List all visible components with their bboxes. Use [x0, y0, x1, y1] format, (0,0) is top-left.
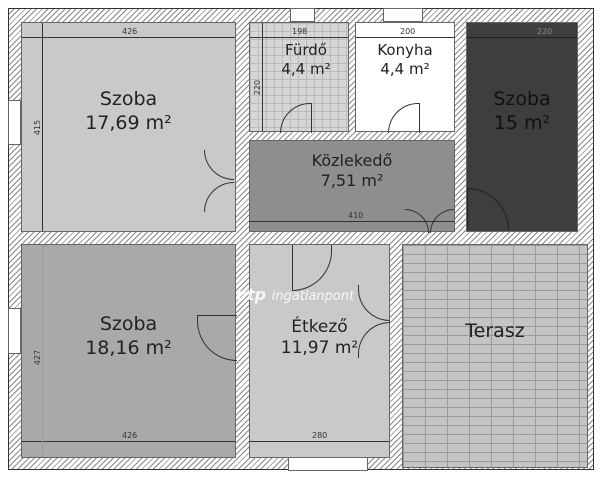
dimension-width: 280 [312, 431, 328, 440]
dimension-height: 427 [33, 349, 43, 366]
room-konyha: Konyha 4,4 m² 200 [355, 22, 455, 133]
room-name: Közlekedő [311, 151, 393, 170]
room-name: Szoba [99, 313, 158, 335]
watermark-text: ingatlanpont [271, 289, 355, 304]
room-terasz: Terasz [402, 244, 588, 468]
room-area: 11,97 m² [280, 338, 359, 359]
room-area: 15 m² [493, 111, 551, 134]
window [383, 8, 423, 22]
window [288, 457, 368, 471]
door [388, 103, 420, 133]
room-furdo: Fürdő 4,4 m² 198 220 [249, 22, 349, 133]
door [280, 103, 312, 133]
room-name: Fürdő [285, 41, 327, 59]
room-name: Szoba [99, 88, 158, 110]
door [292, 245, 332, 291]
room-area: 7,51 m² [320, 171, 384, 190]
room-name: Terasz [465, 320, 525, 342]
room-etkezo: Étkező 11,97 m² 280 [249, 244, 390, 458]
room-area: 17,69 m² [85, 111, 172, 134]
window [8, 100, 21, 145]
dimension-width: 198 [292, 27, 308, 36]
dimension-height: 220 [253, 79, 263, 96]
door [358, 285, 390, 321]
room-kozlekedo: Közlekedő 7,51 m² 410 [249, 140, 455, 233]
dimension-width: 426 [122, 431, 138, 440]
door [430, 209, 454, 233]
dimension-height: 415 [33, 119, 43, 136]
door [467, 188, 509, 230]
dimension-width: 220 [537, 27, 553, 36]
dimension-width: 200 [400, 27, 416, 36]
room-szoba-2: Szoba 15 m² 220 [466, 22, 578, 232]
room-name: Konyha [377, 41, 433, 59]
dimension-width: 426 [122, 27, 138, 36]
watermark-logo: otp ingatlanpont [236, 286, 354, 306]
window [290, 8, 315, 22]
door [405, 209, 429, 233]
room-area: 4,4 m² [380, 59, 430, 78]
room-name: Szoba [493, 88, 551, 110]
room-szoba-1: Szoba 17,69 m² 426 415 [21, 22, 236, 232]
room-area: 18,16 m² [85, 336, 172, 359]
room-name: Étkező [291, 317, 348, 337]
room-area: 4,4 m² [281, 59, 331, 78]
room-szoba-3: Szoba 18,16 m² 426 427 [21, 244, 237, 458]
watermark-brand: otp [236, 285, 267, 304]
dimension-width: 410 [348, 211, 364, 220]
window [8, 308, 21, 354]
